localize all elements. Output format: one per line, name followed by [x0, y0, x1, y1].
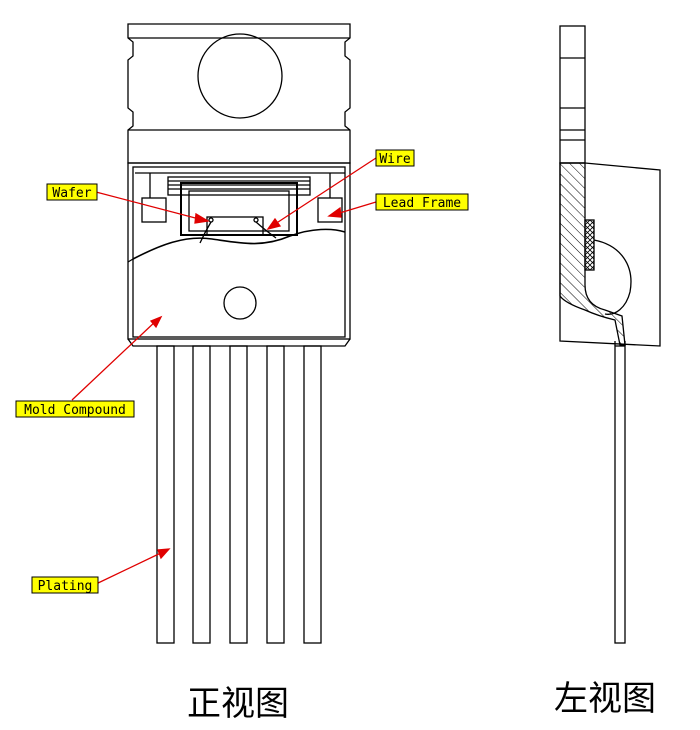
plating-leader	[95, 550, 166, 585]
left-view	[559, 25, 661, 644]
wire-leader	[271, 157, 377, 227]
die-paddle-inner	[188, 190, 290, 232]
wafer-label: Wafer	[52, 186, 91, 201]
plating-callout: Plating	[31, 576, 99, 594]
left-view-caption: 左视图	[554, 679, 656, 719]
lead-4	[266, 345, 285, 644]
mold-compound-label: Mold Compound	[24, 403, 126, 418]
package-body-inner	[132, 166, 346, 338]
mold-break-line	[132, 228, 346, 260]
mold-compound-arrowhead	[149, 315, 163, 329]
leader-lines	[71, 157, 377, 585]
mold-compound-leader	[71, 319, 158, 401]
side-lead	[614, 345, 626, 644]
heatsink-tab	[127, 23, 351, 164]
side-lead-frame	[559, 162, 626, 346]
side-wire	[593, 239, 632, 315]
wafer-arrowhead	[194, 212, 210, 224]
front-view	[127, 23, 351, 644]
lead-2	[192, 345, 211, 644]
bond-pad	[253, 217, 259, 223]
leads	[156, 345, 322, 644]
wire-arrowhead	[266, 217, 282, 231]
package-chamfer	[127, 338, 351, 347]
mounting-hole	[197, 33, 283, 119]
callout-labels: Wire Wafer Lead Frame Mold Compound Plat…	[15, 149, 469, 594]
mold-compound-callout: Mold Compound	[15, 400, 135, 418]
lead-1	[156, 345, 175, 644]
lead-frame-label: Lead Frame	[383, 196, 461, 211]
mold-break-line	[127, 258, 134, 263]
wire-callout: Wire	[375, 149, 415, 167]
side-tab	[559, 25, 586, 164]
lead-frame-slot	[317, 197, 343, 223]
lead-frame-arrowhead	[327, 206, 342, 218]
bond-wire	[255, 221, 277, 239]
wafer-leader	[95, 191, 204, 221]
mold-hole	[223, 286, 257, 320]
wire-label: Wire	[379, 152, 410, 167]
lead-frame-pad	[167, 176, 311, 196]
package-body	[127, 162, 351, 340]
plating-label: Plating	[38, 579, 93, 594]
side-die	[584, 219, 595, 271]
wafer-callout: Wafer	[46, 183, 98, 201]
plating-arrowhead	[157, 548, 171, 560]
front-view-caption: 正视图	[187, 684, 289, 724]
lead-5	[303, 345, 322, 644]
lead-3	[229, 345, 248, 644]
wafer-die	[206, 216, 264, 236]
bond-wire	[199, 221, 212, 244]
lead-frame-callout: Lead Frame	[375, 193, 469, 211]
